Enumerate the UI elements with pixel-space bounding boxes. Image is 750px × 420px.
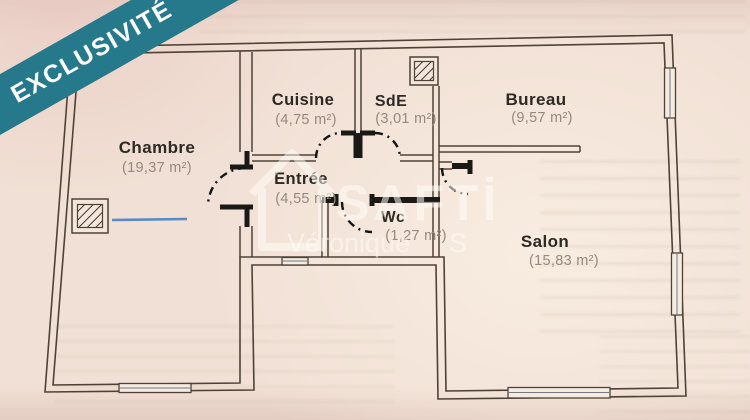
room-label-entree: Entrée <box>274 170 328 188</box>
exclusivite-banner: EXCLUSIVITÉ <box>0 0 254 160</box>
bleed-through-corner <box>600 335 750 415</box>
window-salon-right <box>670 252 684 316</box>
room-area-chambre: (19,37 m²) <box>122 160 192 176</box>
watermark-brand: SAFTİ <box>336 175 500 231</box>
duct-hatch-top-icon <box>409 56 439 86</box>
blue-annotation-line <box>111 217 188 222</box>
window-bureau-right <box>663 67 677 119</box>
window-chambre <box>118 382 192 394</box>
room-area-salon: (15,83 m²) <box>529 253 599 269</box>
room-area-cuisine: (4,75 m²) <box>275 112 337 128</box>
bleed-through-bottom <box>55 325 395 410</box>
room-label-salon: Salon <box>520 232 570 251</box>
bleed-through-top <box>200 0 745 38</box>
window-courtyard <box>281 256 309 266</box>
bleed-through-right <box>540 160 740 335</box>
watermark-agent-tail: S <box>449 228 467 258</box>
duct-hatch-left-icon <box>71 198 109 234</box>
interior-partitions <box>239 49 581 257</box>
room-area-sde: (3,01 m²) <box>375 111 437 127</box>
room-area-wc: (1,27 m²) <box>385 228 447 244</box>
room-label-chambre: Chambre <box>118 138 196 157</box>
door-swing-arcs <box>206 131 469 234</box>
room-label-sde: SdE <box>374 93 408 110</box>
room-area-entree: (4,55 m²) <box>275 191 337 207</box>
room-label-cuisine: Cuisine <box>271 91 335 109</box>
exterior-walls <box>44 34 687 400</box>
room-area-bureau: (9,57 m²) <box>511 110 573 126</box>
door-jambs <box>220 130 473 227</box>
window-salon-bottom <box>507 386 611 399</box>
room-label-bureau: Bureau <box>505 90 567 109</box>
banner-label: EXCLUSIVITÉ <box>6 0 178 109</box>
room-label-wc: Wc <box>380 209 406 226</box>
